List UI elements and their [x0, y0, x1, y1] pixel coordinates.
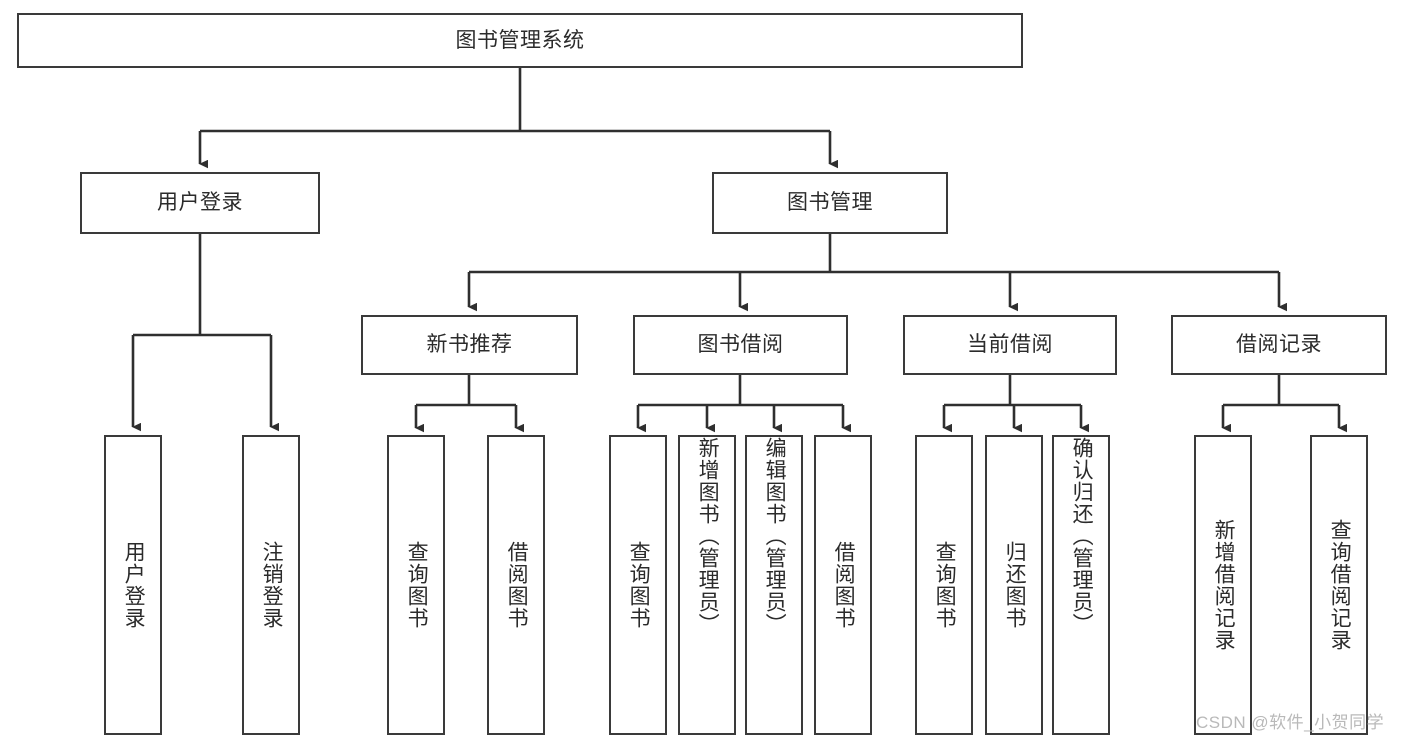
node-user-login[interactable]: 用户登录	[80, 172, 320, 234]
node-leaf-query-book-2[interactable]: 查询图书	[609, 435, 667, 735]
node-leaf-query-book-2-label: 查询图书	[627, 541, 651, 629]
node-borrow-record-label: 借阅记录	[1236, 333, 1322, 357]
node-leaf-borrow-book-2[interactable]: 借阅图书	[814, 435, 872, 735]
node-leaf-user-logout[interactable]: 注销登录	[242, 435, 300, 735]
watermark-text: CSDN @软件_小贺同学	[1196, 713, 1385, 732]
node-book-manage-label: 图书管理	[787, 191, 873, 215]
node-leaf-edit-book[interactable]: 编辑图书（管理员）	[745, 435, 803, 735]
node-book-borrow-label: 图书借阅	[697, 333, 784, 357]
node-leaf-return-book[interactable]: 归还图书	[985, 435, 1043, 735]
node-leaf-user-logout-label: 注销登录	[260, 541, 284, 629]
node-leaf-user-login-label: 用户登录	[122, 541, 146, 629]
node-leaf-user-login[interactable]: 用户登录	[104, 435, 162, 735]
node-book-manage[interactable]: 图书管理	[712, 172, 948, 234]
node-current-borrow-label: 当前借阅	[967, 333, 1053, 357]
node-root-label: 图书管理系统	[455, 28, 585, 52]
node-new-book-rec-label: 新书推荐	[426, 333, 513, 357]
node-leaf-confirm-return[interactable]: 确认归还（管理员）	[1052, 435, 1110, 735]
node-leaf-query-record[interactable]: 查询借阅记录	[1310, 435, 1368, 735]
node-leaf-query-book-1[interactable]: 查询图书	[387, 435, 445, 735]
node-leaf-add-record[interactable]: 新增借阅记录	[1194, 435, 1252, 735]
node-leaf-query-book-3[interactable]: 查询图书	[915, 435, 973, 735]
node-leaf-edit-book-label: 编辑图书（管理员）	[763, 437, 787, 635]
node-current-borrow[interactable]: 当前借阅	[903, 315, 1117, 375]
node-root[interactable]: 图书管理系统	[17, 13, 1023, 68]
node-leaf-add-book-label: 新增图书（管理员）	[696, 437, 720, 635]
node-leaf-borrow-book-1-label: 借阅图书	[505, 541, 529, 629]
node-new-book-rec[interactable]: 新书推荐	[361, 315, 578, 375]
node-user-login-label: 用户登录	[157, 191, 243, 215]
node-book-borrow[interactable]: 图书借阅	[633, 315, 848, 375]
node-leaf-return-book-label: 归还图书	[1003, 541, 1027, 629]
node-leaf-confirm-return-label: 确认归还（管理员）	[1070, 437, 1094, 635]
node-leaf-add-record-label: 新增借阅记录	[1212, 519, 1236, 651]
node-leaf-query-book-3-label: 查询图书	[933, 541, 957, 629]
node-leaf-add-book[interactable]: 新增图书（管理员）	[678, 435, 736, 735]
node-leaf-query-book-1-label: 查询图书	[405, 541, 429, 629]
node-leaf-query-record-label: 查询借阅记录	[1328, 519, 1352, 651]
node-borrow-record[interactable]: 借阅记录	[1171, 315, 1387, 375]
node-leaf-borrow-book-2-label: 借阅图书	[832, 541, 856, 629]
node-leaf-borrow-book-1[interactable]: 借阅图书	[487, 435, 545, 735]
